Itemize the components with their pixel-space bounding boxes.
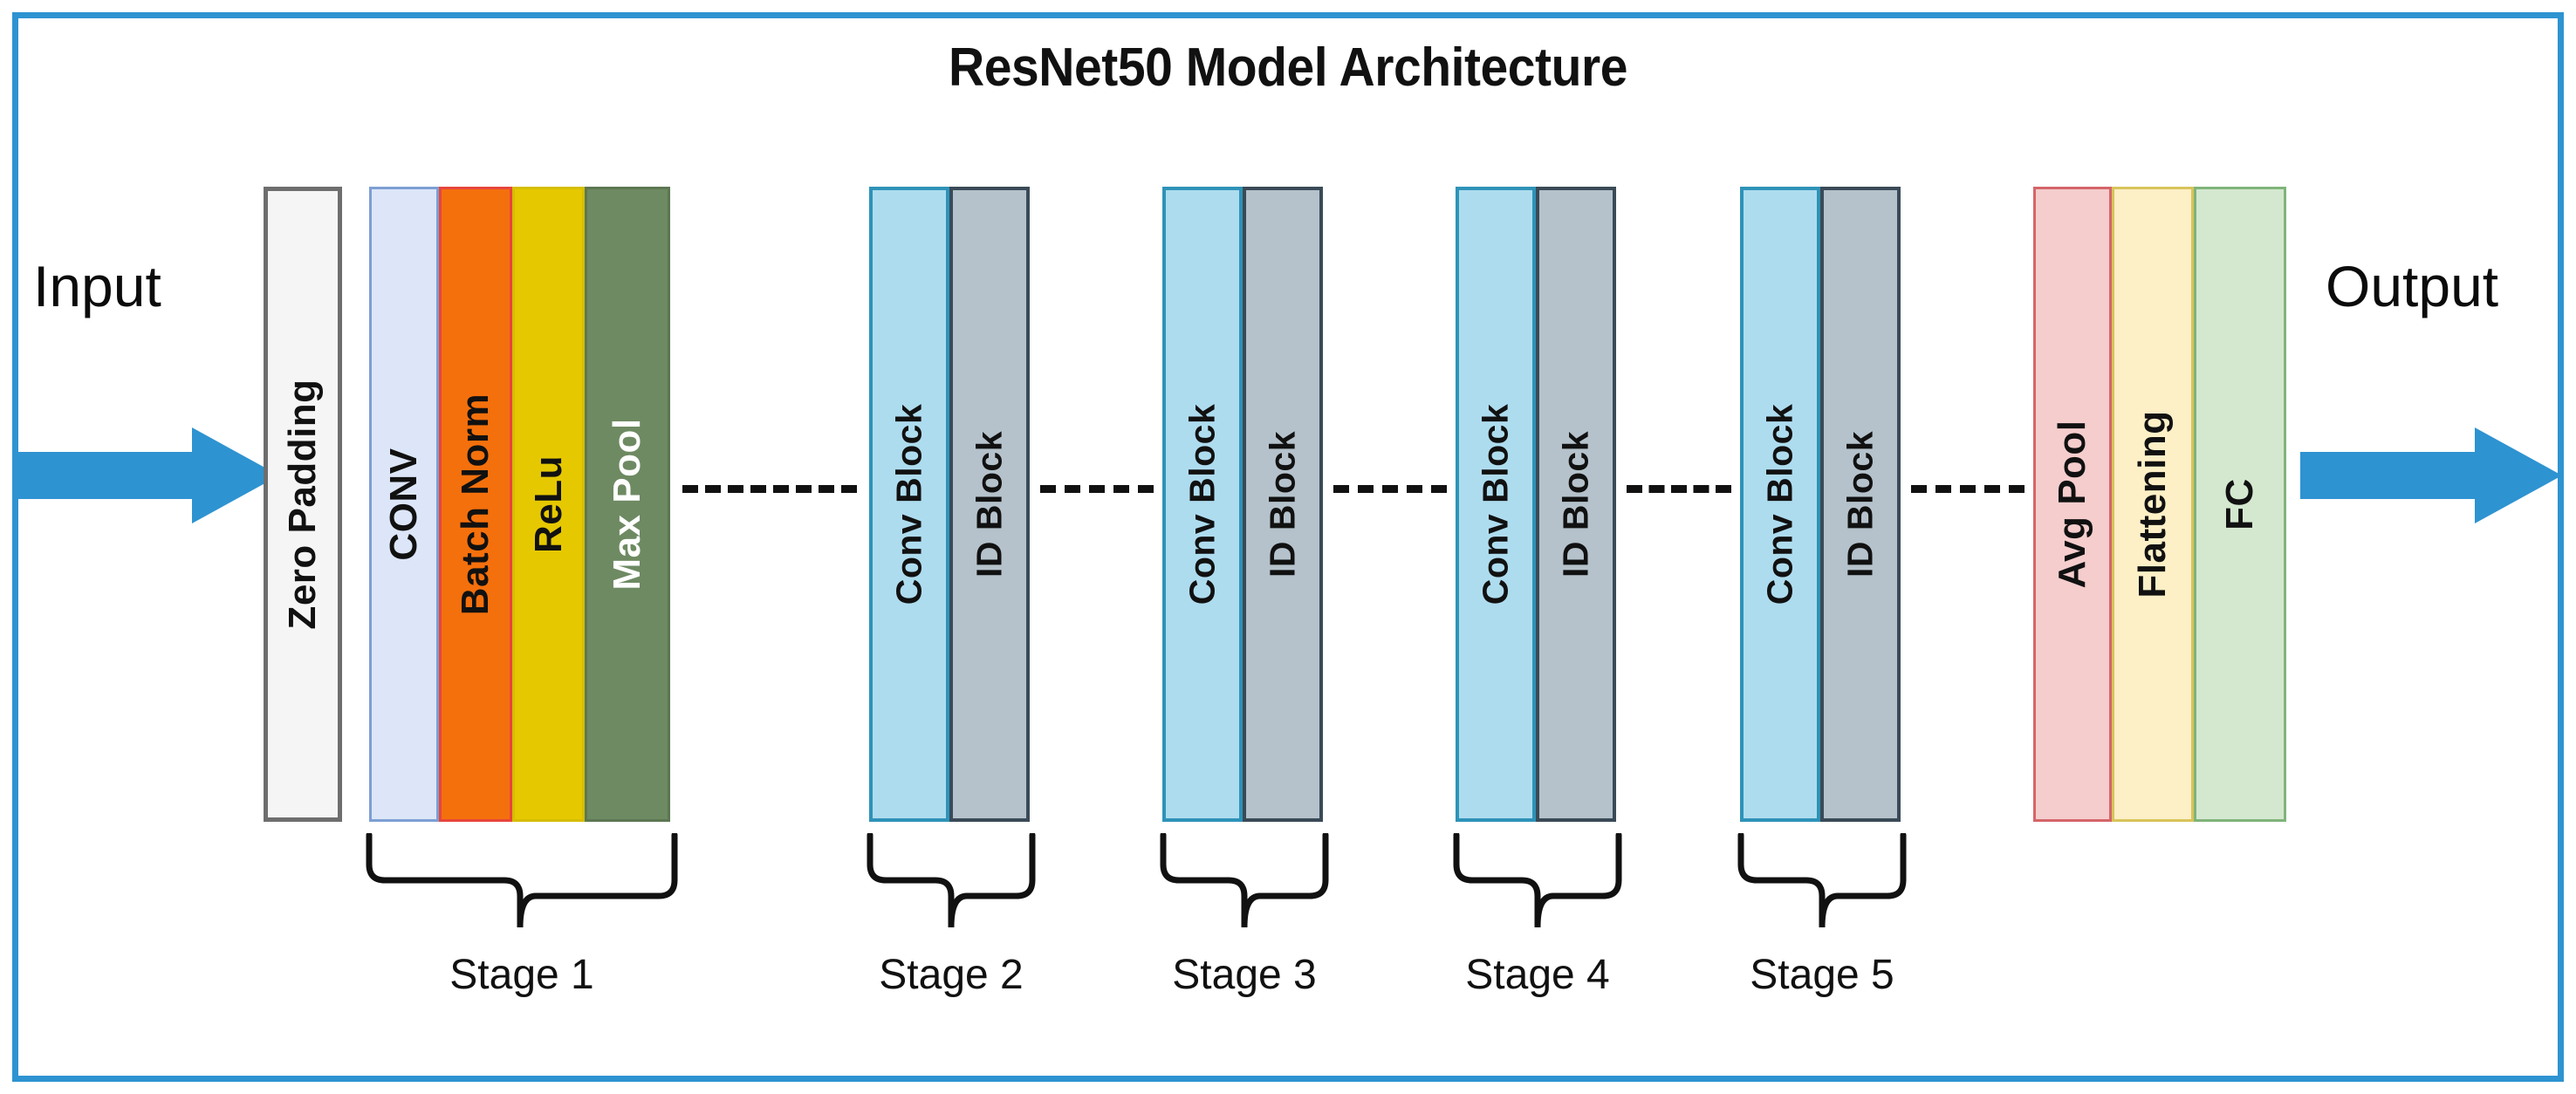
block-label-conv-block: Conv Block bbox=[1475, 403, 1516, 605]
brace-stage-4 bbox=[1452, 833, 1623, 929]
block-label-flattening: Flattening bbox=[2131, 410, 2174, 598]
block-zero-padding[interactable]: Zero Padding bbox=[264, 187, 342, 822]
stage-caption-5: Stage 5 bbox=[1750, 952, 1894, 998]
block-label-conv-block: Conv Block bbox=[888, 403, 929, 605]
block-id-block-stage4[interactable]: ID Block bbox=[1536, 187, 1616, 822]
connector-stage4-stage5 bbox=[1627, 485, 1731, 493]
block-max-pool[interactable]: Max Pool bbox=[585, 187, 670, 822]
connector-stage2-stage3 bbox=[1040, 485, 1154, 493]
block-label-batch-norm: Batch Norm bbox=[454, 393, 497, 616]
connector-stage1-stage2 bbox=[682, 485, 857, 493]
block-conv-block-stage5[interactable]: Conv Block bbox=[1740, 187, 1820, 822]
block-id-block-stage2[interactable]: ID Block bbox=[949, 187, 1030, 822]
block-label-relu: ReLu bbox=[526, 455, 570, 553]
block-label-id-block: ID Block bbox=[1840, 430, 1881, 578]
brace-stage-3 bbox=[1159, 833, 1330, 929]
brace-stage-5 bbox=[1737, 833, 1908, 929]
block-fc[interactable]: FC bbox=[2194, 187, 2286, 822]
input-arrow-icon bbox=[17, 427, 279, 523]
brace-stage-1 bbox=[365, 833, 679, 929]
block-conv-block-stage3[interactable]: Conv Block bbox=[1162, 187, 1243, 822]
block-label-id-block: ID Block bbox=[1555, 430, 1596, 578]
block-label-avg-pool: Avg Pool bbox=[2051, 420, 2093, 589]
input-label: Input bbox=[33, 254, 161, 318]
stage-caption-3: Stage 3 bbox=[1172, 952, 1317, 998]
stage-caption-2: Stage 2 bbox=[879, 952, 1024, 998]
block-conv-block-stage2[interactable]: Conv Block bbox=[869, 187, 949, 822]
block-label-fc: FC bbox=[2218, 478, 2261, 530]
block-relu[interactable]: ReLu bbox=[512, 187, 585, 822]
block-label-zero-padding: Zero Padding bbox=[281, 379, 324, 630]
block-label-conv-block: Conv Block bbox=[1759, 403, 1800, 605]
output-arrow-icon bbox=[2300, 427, 2562, 523]
brace-stage-2 bbox=[866, 833, 1037, 929]
block-id-block-stage5[interactable]: ID Block bbox=[1820, 187, 1901, 822]
block-flattening[interactable]: Flattening bbox=[2112, 187, 2194, 822]
block-label-conv-block: Conv Block bbox=[1182, 403, 1223, 605]
block-label-id-block: ID Block bbox=[969, 430, 1010, 578]
block-conv[interactable]: CONV bbox=[369, 187, 439, 822]
stage-caption-4: Stage 4 bbox=[1465, 952, 1610, 998]
block-label-id-block: ID Block bbox=[1262, 430, 1303, 578]
block-avg-pool[interactable]: Avg Pool bbox=[2033, 187, 2112, 822]
stage-caption-1: Stage 1 bbox=[449, 952, 594, 998]
block-batch-norm[interactable]: Batch Norm bbox=[439, 187, 512, 822]
block-conv-block-stage4[interactable]: Conv Block bbox=[1456, 187, 1536, 822]
connector-stage3-stage4 bbox=[1333, 485, 1447, 493]
output-label: Output bbox=[2326, 254, 2499, 318]
block-label-conv: CONV bbox=[382, 448, 425, 561]
page-title: ResNet50 Model Architecture bbox=[949, 38, 1627, 98]
block-id-block-stage3[interactable]: ID Block bbox=[1243, 187, 1323, 822]
connector-stage5-avgpool bbox=[1911, 485, 2024, 493]
block-label-max-pool: Max Pool bbox=[606, 418, 648, 591]
